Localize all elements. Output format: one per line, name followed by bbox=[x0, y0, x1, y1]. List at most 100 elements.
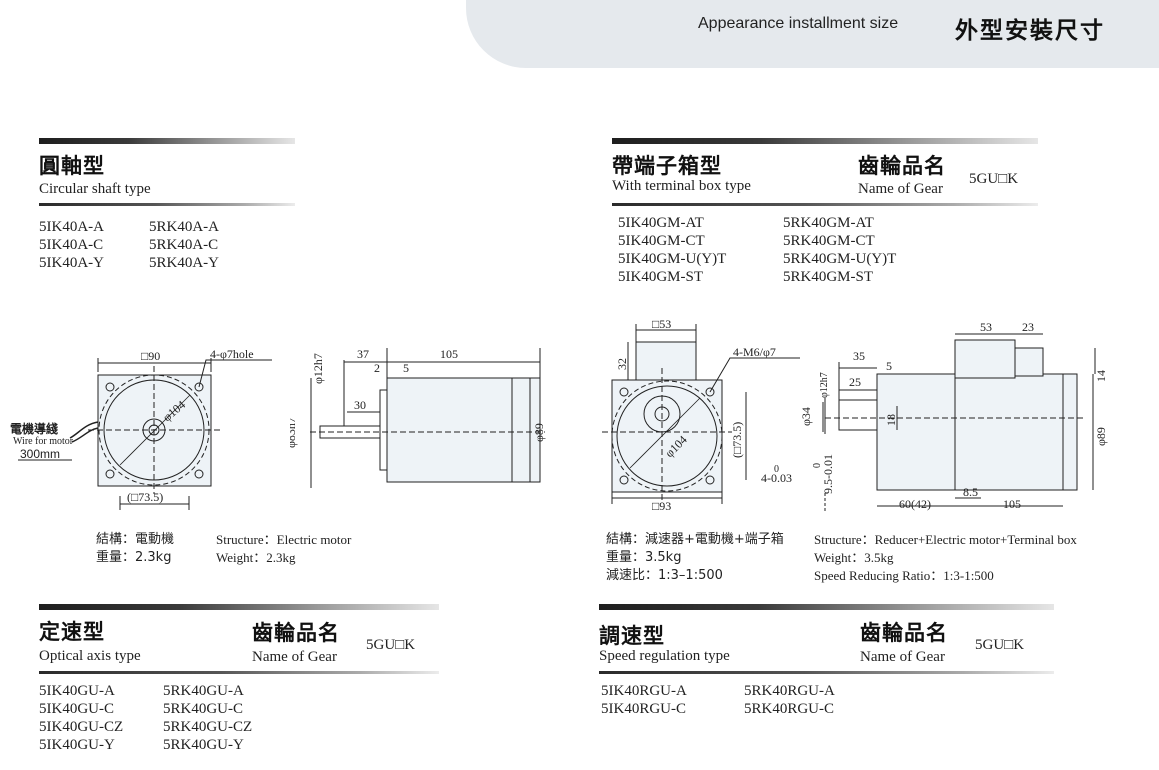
model-code: 5IK40GM-AT bbox=[618, 215, 704, 231]
section-bar-top bbox=[599, 604, 1054, 610]
spec-line: 減速比：1:3–1:500 bbox=[606, 568, 723, 583]
dim-label: 37 bbox=[357, 347, 369, 361]
terminal-title-en: With terminal box type bbox=[612, 178, 751, 194]
optical-models-rk: 5RK40GU-A 5RK40GU-C 5RK40GU-CZ 5RK40GU-Y bbox=[163, 682, 252, 754]
dim-label: (□73.5) bbox=[127, 490, 163, 504]
circular-spec-en: Structure：Electric motor Weight：2.3kg bbox=[216, 531, 351, 567]
model-code: 5RK40GU-Y bbox=[163, 737, 244, 753]
model-code: 5RK40GU-CZ bbox=[163, 719, 253, 735]
dim-label: 105 bbox=[1003, 497, 1021, 511]
spec-line: 重量：2.3kg bbox=[96, 550, 172, 565]
model-code: 5RK40GM-AT bbox=[783, 215, 874, 231]
dim-label: 23 bbox=[1022, 320, 1034, 334]
circular-models-rk: 5RK40A-A 5RK40A-C 5RK40A-Y bbox=[149, 218, 219, 272]
speedreg-gear-cn: 齒輪品名 bbox=[860, 621, 948, 645]
dim-label: 25 bbox=[849, 375, 861, 389]
circular-title-cn: 圓軸型 bbox=[39, 154, 105, 178]
dim-label: □53 bbox=[652, 318, 671, 331]
dim-label: 9.5-0.01 bbox=[821, 454, 835, 494]
model-code: 5IK40A-A bbox=[39, 219, 104, 235]
spec-line: Weight：3.5kg bbox=[814, 550, 894, 565]
speedreg-title-en: Speed regulation type bbox=[599, 648, 730, 664]
circular-front-view: □90 4-φ7hole φ104 (□73.5) 電機導綫 Wire for … bbox=[10, 347, 272, 510]
model-code: 5IK40GU-CZ bbox=[39, 719, 124, 735]
dim-label: 0 bbox=[774, 464, 779, 475]
section-bar-bottom bbox=[599, 671, 1054, 674]
spec-line: Weight：2.3kg bbox=[216, 550, 296, 565]
dim-label: 4-M6/φ7 bbox=[733, 345, 776, 359]
wire-label-cn: 電機導綫 bbox=[10, 421, 58, 436]
dim-label: φ34 bbox=[799, 407, 813, 426]
dim-label: 2 bbox=[374, 361, 380, 375]
header-band bbox=[466, 0, 1159, 68]
circular-spec-cn: 結構：電動機 重量：2.3kg bbox=[96, 531, 174, 567]
model-code: 5IK40GU-A bbox=[39, 683, 115, 699]
model-code: 5RK40A-C bbox=[149, 237, 219, 253]
model-code: 5RK40RGU-A bbox=[744, 683, 835, 699]
model-code: 5IK40A-C bbox=[39, 237, 104, 253]
section-bar-top bbox=[39, 604, 439, 610]
dim-label: φ83h7 bbox=[290, 417, 298, 448]
optical-models-ik: 5IK40GU-A 5IK40GU-C 5IK40GU-CZ 5IK40GU-Y bbox=[39, 682, 123, 754]
speedreg-models-rk: 5RK40RGU-A 5RK40RGU-C bbox=[744, 682, 835, 718]
terminal-spec-cn: 結構：減速器+電動機+端子箱 重量：3.5kg 減速比：1:3–1:500 bbox=[606, 531, 784, 585]
optical-title-en: Optical axis type bbox=[39, 648, 141, 664]
wire-label-en: Wire for motor bbox=[13, 436, 74, 447]
spec-line: Structure：Reducer+Electric motor+Termina… bbox=[814, 532, 1077, 547]
model-code: 5RK40GM-U(Y)T bbox=[783, 251, 897, 267]
terminal-front-view: □53 32 4-M6/φ7 φ104 (□73.5) □93 0 4-0.03 bbox=[602, 318, 800, 513]
dim-label: 4-0.03 bbox=[761, 471, 792, 485]
dim-label: φ12h7 bbox=[819, 372, 830, 398]
dim-label: 53 bbox=[980, 320, 992, 334]
section-bar-bottom bbox=[612, 203, 1038, 206]
optical-gear-code: 5GU□K bbox=[366, 637, 416, 653]
dim-label: 35 bbox=[853, 349, 865, 363]
section-bar-bottom bbox=[39, 671, 439, 674]
dim-label: 32 bbox=[615, 358, 629, 370]
spec-line: 結構：減速器+電動機+端子箱 bbox=[606, 532, 784, 547]
wire-length: 300mm bbox=[20, 447, 60, 461]
terminal-spec-en: Structure：Reducer+Electric motor+Termina… bbox=[814, 531, 1077, 585]
dim-label: □93 bbox=[652, 499, 671, 513]
spec-line: 結構：電動機 bbox=[96, 532, 175, 547]
dim-label: 30 bbox=[354, 398, 366, 412]
spec-line: Speed Reducing Ratio：1:3-1:500 bbox=[814, 568, 994, 583]
speedreg-gear-code: 5GU□K bbox=[975, 637, 1025, 653]
model-code: 5RK40A-A bbox=[149, 219, 219, 235]
model-code: 5RK40A-Y bbox=[149, 255, 219, 271]
dim-label: 5 bbox=[403, 361, 409, 375]
model-code: 5RK40GU-A bbox=[163, 683, 244, 699]
optical-gear-cn: 齒輪品名 bbox=[252, 621, 340, 645]
dim-label: 60(42) bbox=[899, 497, 931, 511]
model-code: 5IK40GM-CT bbox=[618, 233, 705, 249]
dim-label: 105 bbox=[440, 347, 458, 361]
model-code: 5RK40RGU-C bbox=[744, 701, 835, 717]
dim-label: 5 bbox=[886, 359, 892, 373]
section-bar-bottom bbox=[39, 203, 295, 206]
section-bar-top bbox=[39, 138, 295, 144]
model-code: 5IK40A-Y bbox=[39, 255, 104, 271]
dim-label: φ12h7 bbox=[311, 353, 325, 384]
model-code: 5RK40GM-ST bbox=[783, 269, 874, 285]
speedreg-models-ik: 5IK40RGU-A 5IK40RGU-C bbox=[601, 682, 687, 718]
dim-label: 18 bbox=[884, 414, 898, 426]
speedreg-gear-en: Name of Gear bbox=[860, 649, 945, 665]
terminal-gear-code: 5GU□K bbox=[969, 171, 1019, 187]
model-code: 5RK40GU-C bbox=[163, 701, 244, 717]
terminal-title-cn: 帶端子箱型 bbox=[612, 154, 722, 178]
circular-models-ik: 5IK40A-A 5IK40A-C 5IK40A-Y bbox=[39, 218, 104, 272]
dim-label: 4-φ7hole bbox=[210, 347, 254, 361]
speedreg-title-cn: 調速型 bbox=[599, 624, 665, 648]
terminal-models-rk: 5RK40GM-AT 5RK40GM-CT 5RK40GM-U(Y)T 5RK4… bbox=[783, 214, 896, 286]
terminal-models-ik: 5IK40GM-AT 5IK40GM-CT 5IK40GM-U(Y)T 5IK4… bbox=[618, 214, 726, 286]
model-code: 5IK40GM-U(Y)T bbox=[618, 251, 727, 267]
model-code: 5IK40GU-C bbox=[39, 701, 114, 717]
spec-line: Structure：Electric motor bbox=[216, 532, 352, 547]
circular-title-en: Circular shaft type bbox=[39, 181, 151, 197]
model-code: 5IK40RGU-C bbox=[601, 701, 686, 717]
model-code: 5IK40RGU-A bbox=[601, 683, 687, 699]
dim-label: 0 bbox=[812, 463, 823, 468]
header-title-en: Appearance installment size bbox=[698, 15, 899, 32]
dim-label: φ89 bbox=[532, 423, 546, 442]
dim-label: (□73.5) bbox=[730, 422, 744, 458]
